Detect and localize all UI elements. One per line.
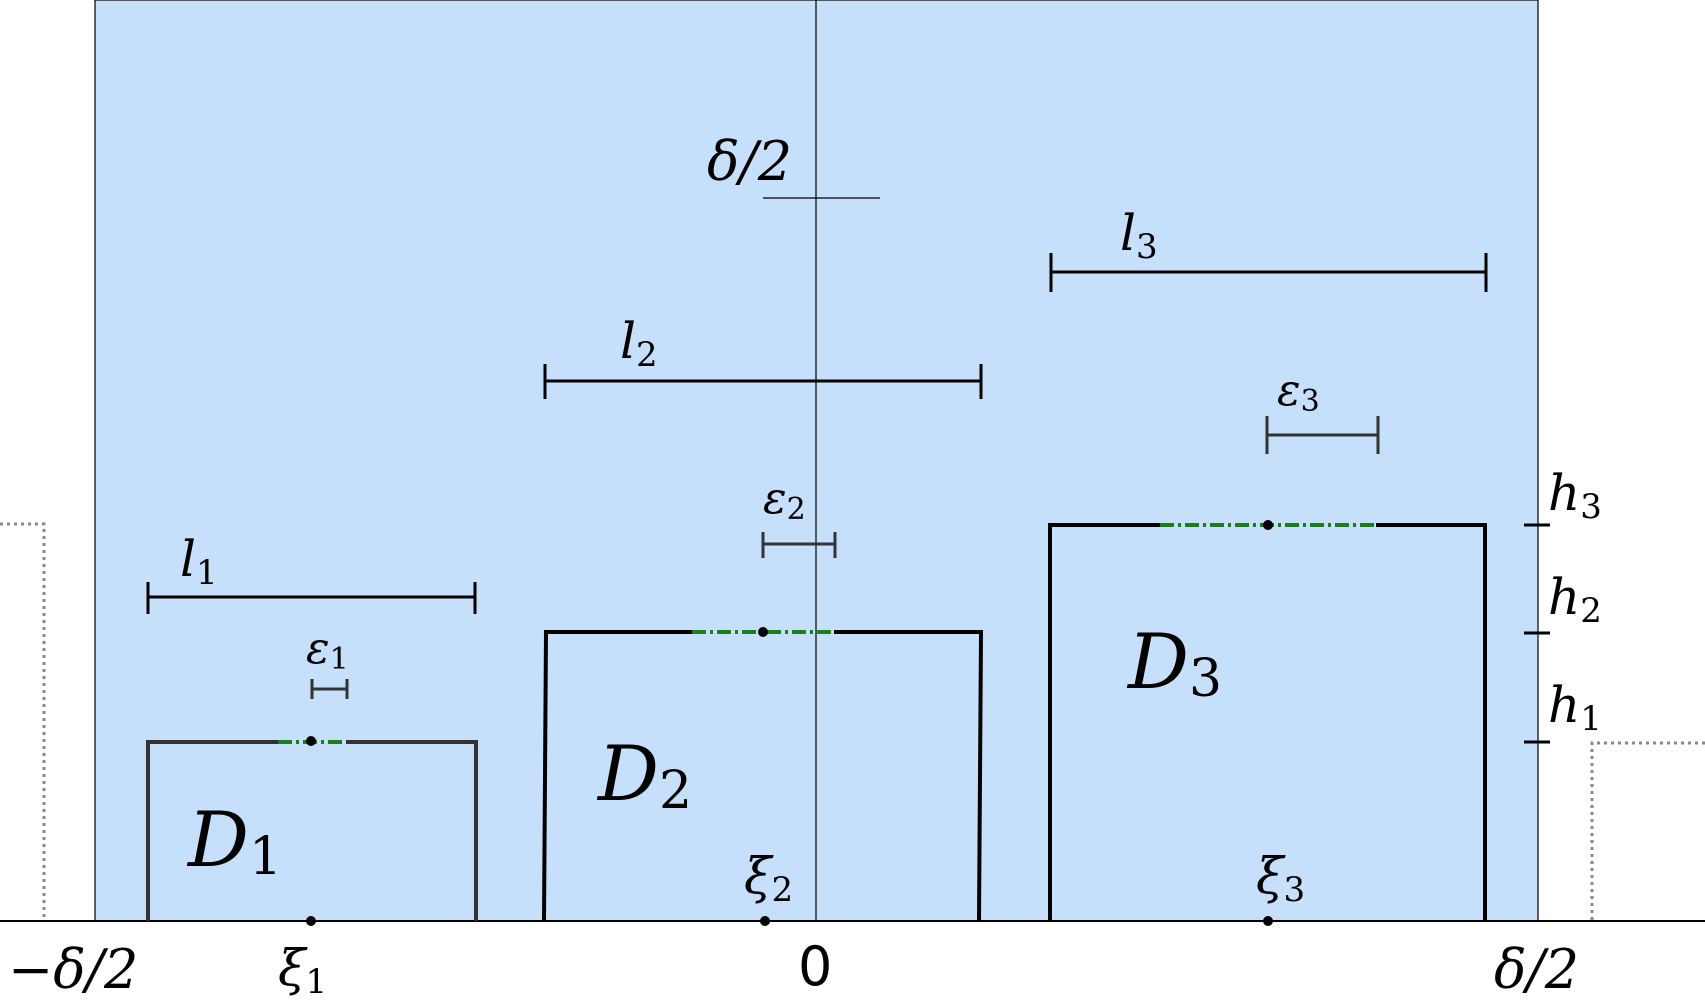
label-l1: l1 <box>180 530 218 593</box>
label-h1: h1 <box>1548 676 1602 739</box>
label-d1: D1 <box>186 795 282 887</box>
label-eps1: ε1 <box>306 623 349 677</box>
label-xi2: ξ2 <box>744 847 793 910</box>
label-d3: D3 <box>1126 617 1222 709</box>
label-l3: l3 <box>1120 204 1158 267</box>
eps1-bar <box>310 679 349 699</box>
label-neg-half-delta: −δ/2 <box>8 938 138 1001</box>
label-top-half-delta: δ/2 <box>707 130 792 193</box>
l2-bar <box>543 364 983 399</box>
label-pos-half-delta: δ/2 <box>1494 938 1579 1001</box>
xi3-point <box>1263 916 1273 926</box>
right-neighbor-dotted <box>1590 741 1705 921</box>
label-xi3: ξ3 <box>1256 847 1305 910</box>
label-h2: h2 <box>1548 568 1602 631</box>
label-d2: D2 <box>596 729 692 821</box>
xi1-point <box>306 916 316 926</box>
l1-bar <box>146 582 477 614</box>
label-eps3: ε3 <box>1277 365 1320 419</box>
label-eps2: ε2 <box>763 473 806 527</box>
resonator-d1 <box>146 736 478 921</box>
label-h3: h3 <box>1548 464 1602 527</box>
resonator-d3 <box>1048 520 1487 921</box>
label-xi1: ξ1 <box>278 939 327 1002</box>
xi2-point <box>760 916 770 926</box>
label-l2: l2 <box>620 312 658 375</box>
eps2-bar <box>761 532 837 558</box>
label-zero: 0 <box>798 935 832 998</box>
left-neighbor-dotted <box>0 522 46 921</box>
eps3-bar <box>1265 416 1380 454</box>
l3-bar <box>1049 253 1488 292</box>
resonator-d2 <box>542 627 984 922</box>
